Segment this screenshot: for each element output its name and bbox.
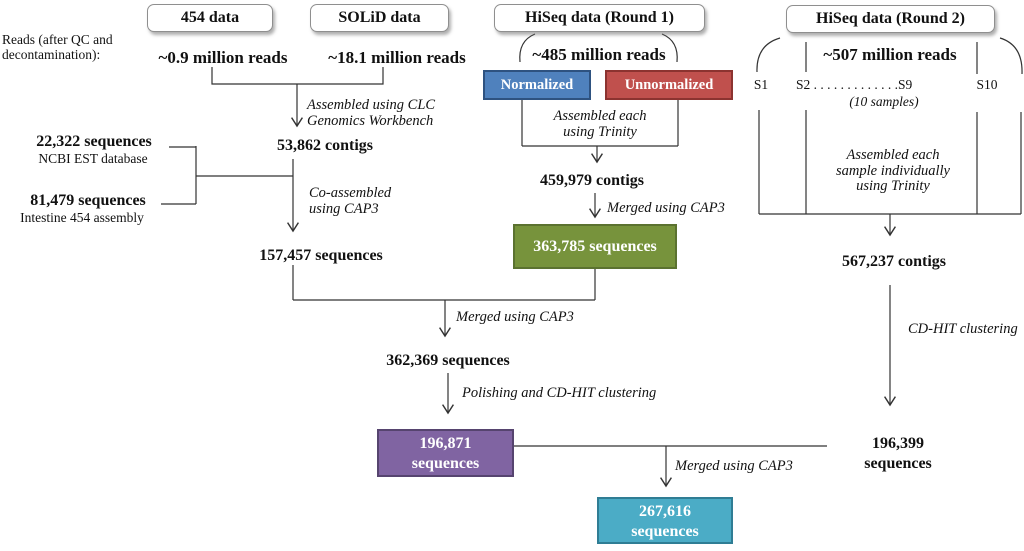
- lane-left-outer: [756, 37, 781, 214]
- process-clc-line2: Genomics Workbench: [307, 112, 434, 129]
- node-round2-clustered-line2: sequences: [864, 455, 932, 472]
- node-round2-contigs: 567,237 contigs: [842, 253, 946, 270]
- process-merged-cap3-round1: Merged using CAP3: [607, 200, 725, 216]
- process-trinity-individual-line3: using Trinity: [856, 178, 930, 194]
- read-count-hiseq2: ~507 million reads: [823, 45, 957, 64]
- read-count-hiseq1: ~485 million reads: [532, 45, 666, 64]
- dataset-box-hiseq-round2: HiSeq data (Round 2): [786, 5, 995, 33]
- node-mid-merged: 362,369 sequences: [386, 352, 510, 369]
- lane-right-outer: [999, 37, 1023, 214]
- node-round2-clustered-line1: 196,399: [872, 435, 924, 452]
- node-clc-contigs: 53,862 contigs: [277, 137, 373, 154]
- bracket-mid-merge: [292, 265, 596, 301]
- process-polishing: Polishing and CD-HIT clustering: [462, 385, 657, 401]
- polished-box: 196,871 sequences: [377, 429, 514, 477]
- process-cd-hit: CD-HIT clustering: [908, 321, 1018, 337]
- sample-label-s1: S1: [753, 77, 769, 92]
- dataset-box-454: 454 data: [147, 4, 273, 32]
- input-intestine-count: 81,479 sequences: [30, 192, 146, 209]
- reads-caption-line1: Reads (after QC and: [2, 32, 113, 47]
- dataset-box-hiseq-round1: HiSeq data (Round 1): [494, 4, 705, 32]
- process-co-assembled-line1: Co-assembled: [309, 185, 392, 201]
- process-trinity-individual: Assembled each sample individually using…: [813, 147, 973, 195]
- polished-box-line1: 196,871: [419, 435, 472, 452]
- final-box-line2: sequences: [631, 523, 699, 540]
- process-trinity-each-line1: Assembled each: [553, 108, 647, 124]
- process-trinity-individual-line1: Assembled each: [846, 147, 940, 163]
- paren-round1-right: [661, 33, 678, 63]
- input-ncbi-source: NCBI EST database: [38, 151, 148, 166]
- final-box: 267,616 sequences: [597, 497, 733, 544]
- final-box-line1: 267,616: [639, 503, 691, 520]
- input-intestine-source: Intestine 454 assembly: [20, 210, 144, 225]
- read-count-454: ~0.9 million reads: [158, 48, 288, 67]
- process-clc: Assembled using CLC Genomics Workbench: [307, 97, 436, 129]
- reads-caption: Reads (after QC and decontamination):: [2, 32, 152, 62]
- process-merged-cap3-final: Merged using CAP3: [675, 458, 793, 474]
- node-round2-clustered: 196,399 sequences: [798, 434, 998, 474]
- bracket-trinity: [521, 100, 679, 147]
- process-trinity-individual-line2: sample individually: [836, 162, 950, 179]
- sample-label-s2-s9: S2 . . . . . . . . . . . . .S9: [796, 77, 913, 92]
- paren-round1-left: [519, 33, 536, 63]
- input-ncbi-count: 22,322 sequences: [36, 133, 152, 150]
- sample-label-s10: S10: [976, 77, 998, 92]
- process-co-assembled-line2: using CAP3: [309, 200, 379, 217]
- normalized-box: Normalized: [483, 70, 591, 100]
- round1-merged-box: 363,785 sequences: [513, 224, 677, 269]
- bracket-external-inputs: [161, 146, 293, 205]
- bracket-454-solid: [211, 67, 384, 85]
- node-coassembled-sequences: 157,457 sequences: [259, 247, 383, 264]
- process-merged-cap3-mid: Merged using CAP3: [456, 309, 574, 325]
- process-trinity-each-line2: using Trinity: [563, 123, 637, 140]
- process-co-assembled: Co-assembled using CAP3: [309, 185, 392, 217]
- unnormalized-box: Unnormalized: [605, 70, 733, 100]
- polished-box-line2: sequences: [411, 455, 480, 472]
- samples-note: (10 samples): [849, 94, 919, 109]
- reads-caption-line2: decontamination):: [2, 47, 101, 62]
- read-count-solid: ~18.1 million reads: [328, 48, 466, 67]
- dataset-box-solid: SOLiD data: [310, 4, 449, 32]
- process-clc-line1: Assembled using CLC: [307, 97, 436, 113]
- node-trinity-contigs: 459,979 contigs: [540, 172, 644, 189]
- process-trinity-each: Assembled each using Trinity: [520, 108, 680, 140]
